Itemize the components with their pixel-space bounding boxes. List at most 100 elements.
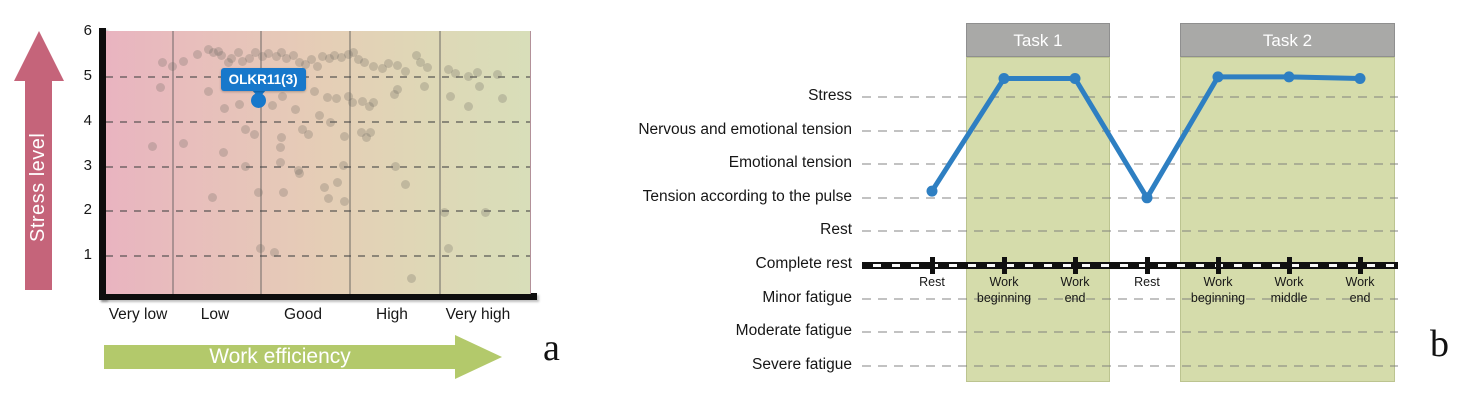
time-point-label: Work middle — [1270, 275, 1308, 305]
scale-label: Complete rest — [755, 255, 852, 272]
category-gridline — [862, 364, 1398, 367]
stress-tick-label: 1 — [83, 246, 92, 264]
tooltip-pointer — [250, 88, 267, 98]
scatter-point — [422, 62, 432, 72]
category-gridline — [862, 331, 1398, 334]
stress-gridline — [106, 76, 530, 78]
scatter-point — [276, 143, 286, 153]
axis-tick — [1072, 256, 1078, 274]
data-point-marker[interactable] — [1283, 71, 1295, 83]
scale-label: Moderate fatigue — [735, 322, 852, 340]
scatter-point — [255, 244, 265, 254]
scatter-point — [218, 148, 228, 158]
scatter-point — [207, 193, 217, 203]
axis-tick — [1357, 256, 1363, 274]
scatter-point — [360, 58, 370, 68]
efficiency-category-label: Good — [284, 306, 322, 323]
efficiency-category-label: High — [376, 306, 408, 323]
scatter-point — [416, 58, 426, 68]
y-axis-line — [99, 28, 106, 300]
scatter-point — [365, 101, 375, 111]
scatter-point — [333, 178, 342, 188]
time-point-label: Rest — [919, 275, 945, 289]
data-point-marker[interactable] — [1354, 73, 1366, 85]
scatter-point — [249, 130, 259, 140]
scatter-point — [389, 89, 399, 99]
scatter-point — [277, 132, 287, 142]
scatter-point — [406, 274, 416, 284]
scatter-point — [304, 130, 314, 140]
scale-label: Emotional tension — [728, 154, 852, 172]
scatter-point — [369, 97, 379, 107]
scatter-point — [233, 47, 243, 57]
baseline-axis — [862, 261, 1398, 269]
scale-label: Severe fatigue — [752, 355, 852, 373]
point-tooltip[interactable]: OLKR11(3) — [220, 67, 306, 91]
scatter-point — [411, 50, 421, 60]
scatter-point — [235, 99, 245, 109]
stress-axis-label: Stress level — [27, 132, 49, 243]
data-point-marker[interactable] — [998, 73, 1010, 85]
category-gridline — [862, 196, 1398, 199]
scatter-point — [393, 84, 403, 94]
category-boundary-gridline — [172, 31, 174, 294]
scatter-point — [254, 187, 264, 197]
efficiency-arrow-head-icon — [455, 335, 502, 379]
scatter-point — [168, 61, 178, 71]
scale-label: Rest — [820, 221, 852, 239]
category-boundary-gridline — [260, 31, 262, 294]
data-point-marker[interactable] — [1212, 71, 1224, 83]
scatter-point — [288, 50, 298, 60]
stress-tick-label: 3 — [83, 156, 92, 174]
scatter-point — [258, 51, 268, 61]
category-gridline — [862, 297, 1398, 300]
scatter-point — [444, 64, 454, 74]
scatter-point — [294, 169, 304, 179]
scale-label: Minor fatigue — [762, 288, 852, 306]
category-boundary-gridline — [349, 31, 351, 294]
stress-tick-label: 6 — [83, 22, 92, 40]
scatter-point — [339, 131, 349, 141]
scatter-point — [332, 93, 342, 103]
scatter-point — [317, 51, 327, 61]
category-gridline — [862, 129, 1398, 132]
scatter-point — [270, 248, 280, 258]
scatter-point — [204, 44, 214, 54]
stress-gridline — [106, 120, 530, 123]
scatter-point — [339, 197, 349, 207]
scatter-point — [481, 208, 491, 218]
scatter-point — [291, 105, 301, 115]
scatter-point — [300, 59, 310, 69]
scatter-point — [377, 63, 387, 73]
scatter-point — [354, 54, 364, 64]
scatter-point — [238, 56, 248, 66]
scatter-point — [400, 67, 410, 77]
stress-line — [929, 74, 1363, 201]
data-point-marker[interactable] — [1069, 73, 1081, 85]
data-point-marker[interactable] — [1141, 192, 1153, 204]
stress-tick-label: 4 — [83, 111, 92, 129]
efficiency-axis-label: Work efficiency — [209, 345, 351, 368]
axis-tick — [1001, 256, 1007, 274]
time-point-label: Work end — [1345, 275, 1375, 305]
scatter-point — [250, 47, 260, 57]
scatter-point — [214, 46, 224, 56]
data-point-marker[interactable] — [926, 185, 938, 197]
scatter-point — [240, 124, 250, 134]
scatter-point — [193, 49, 203, 59]
efficiency-category-label: Low — [200, 306, 230, 323]
scatter-point — [277, 47, 287, 57]
scatter-point — [329, 50, 339, 60]
scatter-point — [337, 52, 347, 62]
efficiency-arrow-shaft — [104, 345, 456, 369]
scale-label: Tension according to the pulse — [642, 187, 852, 205]
panel-a-letter: a — [543, 327, 560, 369]
scatter-point — [472, 67, 482, 77]
stress-gridline — [106, 210, 530, 213]
scatter-point — [344, 92, 354, 102]
scatter-point — [474, 81, 484, 91]
scatter-point — [450, 68, 460, 78]
scatter-point — [209, 47, 219, 57]
x-axis-line — [99, 293, 537, 300]
task-band — [966, 57, 1110, 382]
